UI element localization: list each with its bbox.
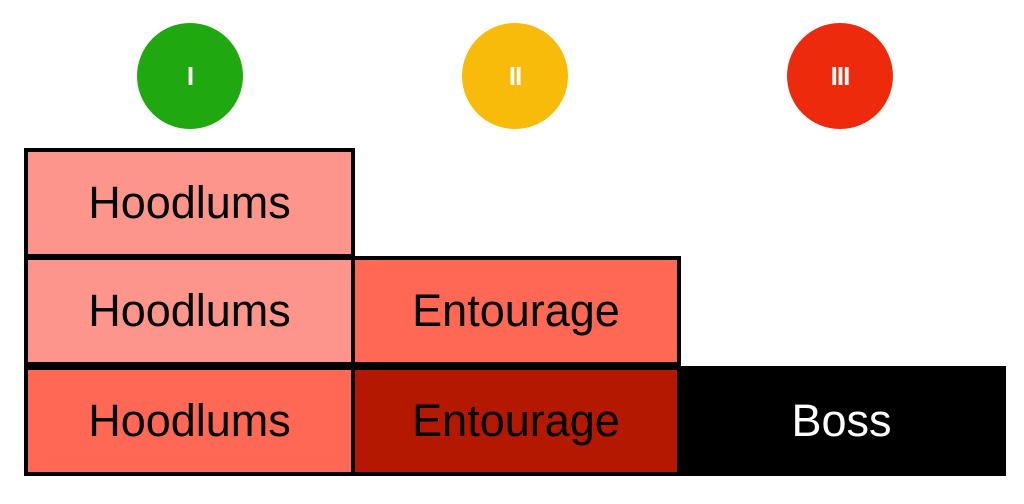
level-1-badge: I <box>137 23 243 129</box>
row3-boss-cell: Boss <box>677 366 1006 476</box>
row3-hoodlums-cell: Hoodlums <box>24 366 355 476</box>
row2-entourage-cell: Entourage <box>351 256 681 366</box>
row3-entourage-cell: Entourage <box>351 366 681 476</box>
row2-hoodlums-cell: Hoodlums <box>24 256 355 366</box>
level-3-badge: III <box>787 23 893 129</box>
row1-hoodlums-cell: Hoodlums <box>24 148 355 258</box>
level-2-badge: II <box>462 23 568 129</box>
